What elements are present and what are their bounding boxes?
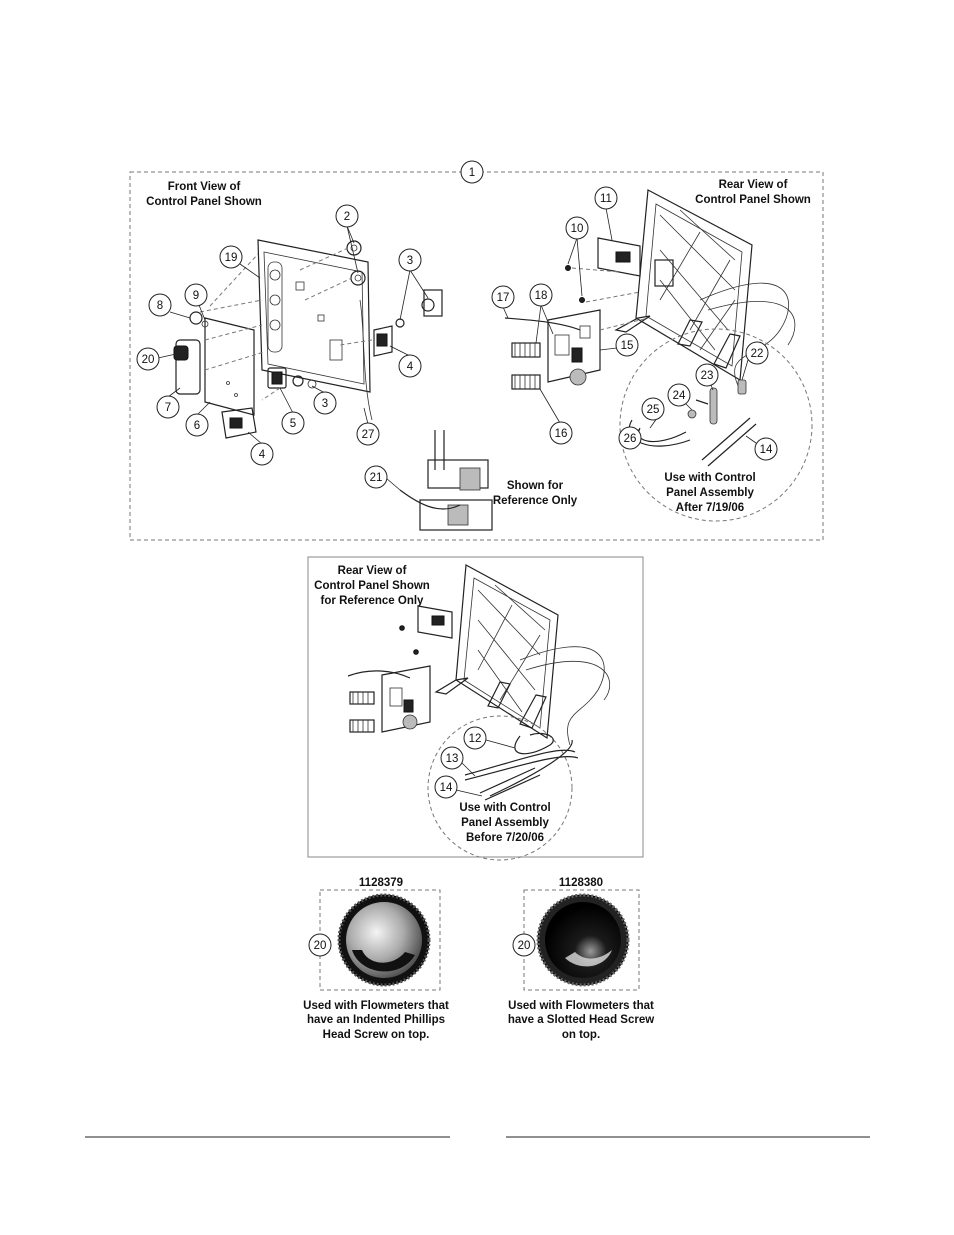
- before-detail-circle: Use with Control Panel Assembly Before 7…: [427, 715, 579, 861]
- knob-left-caption-line3: Head Screw on top.: [323, 1029, 430, 1041]
- knob-right-caption-line1: Used with Flowmeters that: [508, 1000, 654, 1012]
- callout-20-knob-left: 20: [314, 940, 327, 952]
- callout-15: 15: [621, 340, 634, 352]
- after-label-line3: After 7/19/06: [676, 502, 744, 514]
- callout-18: 18: [535, 290, 548, 302]
- callout-19: 19: [225, 252, 238, 264]
- callout-16: 16: [555, 428, 568, 440]
- callout-27: 27: [362, 429, 375, 441]
- callout-8: 8: [157, 300, 163, 312]
- callout-5: 5: [290, 418, 296, 430]
- ref-callouts: 12 13 14: [434, 726, 516, 799]
- callout-bubble: [460, 160, 484, 184]
- knob-right-caption-line2: have a Slotted Head Screw: [508, 1014, 654, 1026]
- front-view-label-line1: Front View of: [168, 181, 241, 193]
- callout-10: 10: [571, 223, 584, 235]
- reference-border: [307, 556, 644, 858]
- knob-left-border: [319, 889, 441, 991]
- callout-4-right: 4: [407, 361, 414, 373]
- knob-right-caption-line3: on top.: [562, 1029, 600, 1041]
- ref-panel-drawing: [347, 564, 611, 746]
- knob-left-caption-line1: Used with Flowmeters that: [303, 1000, 449, 1012]
- callout-3-bottom: 3: [322, 398, 328, 410]
- knob-left-caption-line2: have an Indented Phillips: [307, 1014, 445, 1026]
- callout-11: 11: [600, 193, 612, 205]
- reference-section: Rear View of Control Panel Shown for Ref…: [307, 556, 644, 861]
- callout-14-ref: 14: [440, 782, 453, 794]
- knob-option-1128380: 1128380 20 Used with Flowmeters that hav…: [508, 877, 654, 1041]
- callout-12: 12: [469, 733, 482, 745]
- callout-4-bottom: 4: [259, 449, 266, 461]
- callout-24: 24: [673, 390, 686, 402]
- callout-14-rear: 14: [760, 444, 773, 456]
- rear-callouts: 10 11 15 16 17 18 22 23 2: [364, 186, 778, 491]
- rear-panel-drawing: [504, 189, 796, 391]
- callout-25: 25: [647, 404, 660, 416]
- callout-2: 2: [344, 211, 350, 223]
- after-label-line2: Panel Assembly: [666, 487, 754, 499]
- front-panel-drawing: [173, 239, 443, 439]
- callout-22: 22: [751, 348, 764, 360]
- ref-rear-label-line1: Rear View of: [338, 565, 407, 577]
- before-label-line2: Panel Assembly: [461, 817, 549, 829]
- callout-23: 23: [701, 370, 714, 382]
- before-label-line3: Before 7/20/06: [466, 832, 544, 844]
- callout-21: 21: [370, 472, 383, 484]
- main-assembly-section: 1 Front View of Control Panel Shown Rear…: [129, 160, 824, 541]
- callout-main-assembly: 1: [469, 167, 475, 179]
- knob-right-knurl: [536, 893, 630, 987]
- knob-part-number-right: 1128380: [559, 877, 603, 889]
- knob-left-indent: [352, 950, 415, 972]
- knob-right-highlight: [565, 950, 612, 967]
- shown-ref-label-line2: Reference Only: [493, 495, 578, 507]
- after-detail-circle: Use with Control Panel Assembly After 7/…: [619, 328, 813, 522]
- callout-3-top: 3: [407, 255, 413, 267]
- callout-20: 20: [142, 354, 155, 366]
- ref-rear-label-line3: for Reference Only: [321, 595, 424, 607]
- ref-rear-label-line2: Control Panel Shown: [314, 580, 430, 592]
- after-label-line1: Use with Control: [664, 472, 755, 484]
- callout-13: 13: [446, 753, 459, 765]
- knob-right-face: [545, 902, 621, 978]
- knob-option-1128379: 1128379 20 Used with Flowmeters that hav…: [303, 877, 449, 1041]
- callout-7: 7: [165, 402, 171, 414]
- callout-20-knob-right: 20: [518, 940, 531, 952]
- shown-ref-label-line1: Shown for: [507, 480, 564, 492]
- knob-left-knurl: [337, 893, 431, 987]
- reference-only-drawing: Shown for Reference Only: [399, 430, 578, 531]
- front-callouts: 2 3 4 5 3 4 6 7 8: [136, 204, 429, 466]
- callout-9: 9: [193, 290, 199, 302]
- front-view-label-line2: Control Panel Shown: [146, 196, 262, 208]
- knob-part-number-left: 1128379: [359, 877, 403, 889]
- callout-17: 17: [497, 292, 510, 304]
- rear-view-label-line2: Control Panel Shown: [695, 194, 811, 206]
- callout-6: 6: [194, 420, 200, 432]
- callout-26: 26: [624, 433, 637, 445]
- rear-view-label-line1: Rear View of: [719, 179, 788, 191]
- before-label-line1: Use with Control: [459, 802, 550, 814]
